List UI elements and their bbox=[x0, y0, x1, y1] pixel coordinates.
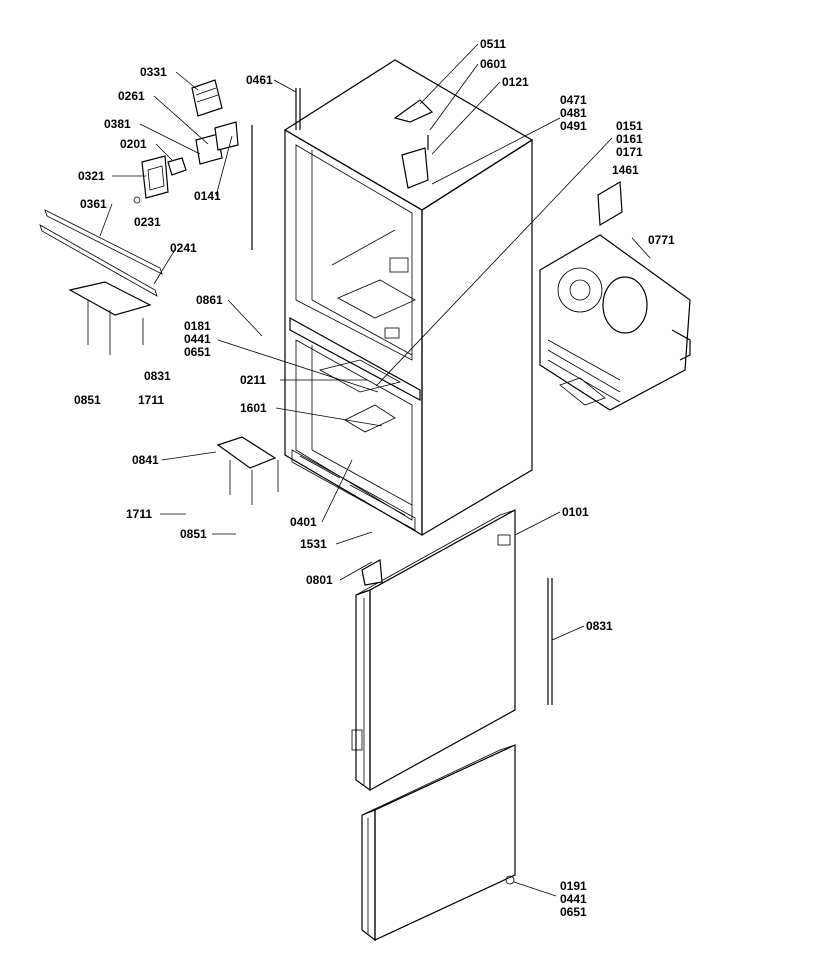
label-0651-drawer: 0651 bbox=[560, 905, 587, 919]
label-0771: 0771 bbox=[648, 233, 675, 247]
label-0101: 0101 bbox=[562, 505, 589, 519]
label-1461: 1461 bbox=[612, 163, 639, 177]
freezer-drawer bbox=[361, 559, 516, 942]
label-0381: 0381 bbox=[104, 117, 131, 131]
label-0241: 0241 bbox=[170, 241, 197, 255]
label-0491: 0491 bbox=[560, 119, 587, 133]
label-0141: 0141 bbox=[194, 189, 221, 203]
refrigerator-cabinet bbox=[283, 59, 534, 537]
rail-and-bracket-parts bbox=[39, 209, 279, 505]
label-0851-bottom: 0851 bbox=[180, 527, 207, 541]
label-0181: 0181 bbox=[184, 319, 211, 333]
label-0801: 0801 bbox=[306, 573, 333, 587]
machine-compartment bbox=[539, 180, 691, 411]
label-0321: 0321 bbox=[78, 169, 105, 183]
label-0121: 0121 bbox=[502, 75, 529, 89]
part-labels: 0331 0261 0381 0201 0321 0231 0141 0361 … bbox=[74, 37, 675, 919]
label-0851-left: 0851 bbox=[74, 393, 101, 407]
label-0261: 0261 bbox=[118, 89, 145, 103]
label-0161: 0161 bbox=[616, 132, 643, 146]
label-1531: 1531 bbox=[300, 537, 327, 551]
label-0441-drawer: 0441 bbox=[560, 892, 587, 906]
label-0831-right: 0831 bbox=[586, 619, 613, 633]
label-1601: 1601 bbox=[240, 401, 267, 415]
label-0211: 0211 bbox=[240, 373, 266, 387]
label-0471: 0471 bbox=[560, 93, 587, 107]
label-0601: 0601 bbox=[480, 57, 507, 71]
label-0171: 0171 bbox=[616, 145, 643, 159]
label-1711-bottom: 1711 bbox=[126, 507, 152, 521]
label-1711-left: 1711 bbox=[138, 393, 164, 407]
label-0831-left: 0831 bbox=[144, 369, 171, 383]
label-0151: 0151 bbox=[616, 119, 643, 133]
control-housing-parts bbox=[133, 79, 253, 250]
top-hinge-assembly bbox=[295, 88, 434, 189]
label-0841: 0841 bbox=[132, 453, 159, 467]
label-0461: 0461 bbox=[246, 73, 273, 87]
label-0231: 0231 bbox=[134, 215, 161, 229]
label-0191: 0191 bbox=[560, 879, 587, 893]
label-0331: 0331 bbox=[140, 65, 167, 79]
label-0361: 0361 bbox=[80, 197, 107, 211]
label-0401: 0401 bbox=[290, 515, 317, 529]
label-0441-cabinet: 0441 bbox=[184, 332, 211, 346]
upper-door bbox=[351, 508, 553, 792]
leader-lines bbox=[99, 43, 651, 897]
label-0651-cabinet: 0651 bbox=[184, 345, 211, 359]
label-0861: 0861 bbox=[196, 293, 223, 307]
label-0481: 0481 bbox=[560, 106, 587, 120]
label-0511: 0511 bbox=[480, 37, 506, 51]
label-0201: 0201 bbox=[120, 137, 147, 151]
